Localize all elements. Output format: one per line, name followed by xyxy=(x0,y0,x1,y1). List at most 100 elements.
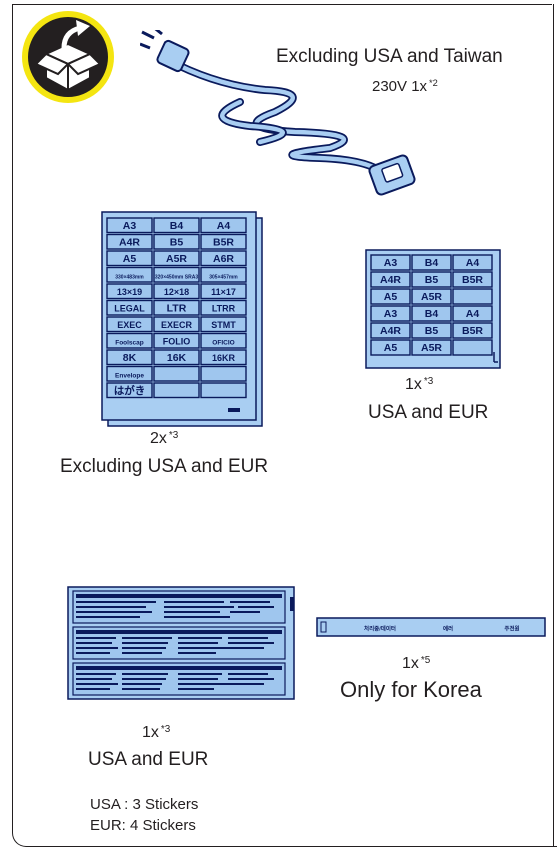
small-sheet-cell-label: A4 xyxy=(466,257,480,269)
korea-label-error: 에러 xyxy=(443,625,453,633)
large-sheet-cell-label: A5 xyxy=(123,253,137,265)
large-sheet-cell xyxy=(200,332,247,349)
large-sheet-cell-label: LEGAL xyxy=(114,303,145,313)
warning-stickers-count-usa: USA : 3 Stickers xyxy=(90,796,199,813)
small-sheet-cell xyxy=(370,322,411,339)
large-sheet-cell xyxy=(200,283,247,300)
large-sheet-cell-label: A3 xyxy=(123,220,137,232)
large-sheet-cell xyxy=(153,299,200,316)
large-sheet-cell xyxy=(153,332,200,349)
small-sheet-cell-label: A3 xyxy=(384,308,398,320)
small-sheet-cell-label: B5 xyxy=(425,325,439,337)
large-sheet-cell-label: FOLIO xyxy=(163,336,191,346)
small-sheet-cell-label: B4 xyxy=(425,257,439,269)
large-sheet-cell-label: 16K xyxy=(167,352,187,364)
large-sheet-cell xyxy=(153,316,200,333)
large-sheet-cell-label: 8K xyxy=(123,352,137,364)
large-sheet-region: Excluding USA and EUR xyxy=(60,456,269,477)
small-sheet-cell xyxy=(452,288,493,305)
frame-right-border xyxy=(553,4,554,846)
large-sheet-cell-label: はがき xyxy=(114,384,146,397)
large-sheet-cell xyxy=(106,266,153,283)
korea-strip-qty-text: 1x xyxy=(402,655,419,672)
large-sheet-cell-label: 320×450mm SRA3 xyxy=(155,274,198,280)
large-sheet-cell xyxy=(153,365,200,382)
small-sheet-cell-label: A5 xyxy=(384,291,398,303)
small-sheet-cell xyxy=(411,339,452,356)
large-sheet-cell xyxy=(106,299,153,316)
small-sheet-cell xyxy=(411,322,452,339)
large-sheet-cell-label: B5R xyxy=(213,236,234,248)
large-sheet-cell-label: A4 xyxy=(217,220,231,232)
small-sheet-cell-label: A3 xyxy=(384,257,398,269)
large-sheet-cell-label: 13×19 xyxy=(117,287,142,297)
small-sheet-cell-label: B5 xyxy=(425,274,439,286)
warning-sticker-sheet xyxy=(67,586,295,700)
frame-top-border xyxy=(12,4,552,5)
power-cord-icon xyxy=(140,30,416,196)
large-sheet-cell xyxy=(153,266,200,283)
large-sheet-cell xyxy=(106,233,153,250)
small-sheet-note: *3 xyxy=(423,376,434,388)
large-sheet-cell-label: EXECR xyxy=(161,320,193,330)
warning-stickers-region: USA and EUR xyxy=(88,749,209,770)
small-sheet-qty: 1x*3 xyxy=(405,376,433,394)
large-sheet-cell-label: 330×483mm xyxy=(115,274,144,280)
large-sheet-cell-label: 11×17 xyxy=(211,287,236,297)
small-sheet-cell xyxy=(370,271,411,288)
small-sheet-cell xyxy=(411,271,452,288)
small-sheet-cell-label: B5R xyxy=(462,274,483,286)
large-sheet-cell xyxy=(106,217,153,234)
small-sheet-cell-label: A4 xyxy=(466,308,480,320)
small-sheet-cell xyxy=(411,254,452,271)
small-sheet-cell xyxy=(370,305,411,322)
warning-stickers-note: *3 xyxy=(160,724,171,736)
korea-label-status: 처리중/데이터 xyxy=(364,625,396,633)
large-sheet-cell xyxy=(200,299,247,316)
small-sheet-cell xyxy=(370,288,411,305)
large-sheet-qty-text: 2x xyxy=(150,430,167,447)
power-cord-note: *2 xyxy=(429,78,438,89)
large-sheet-cell-label: STMT xyxy=(211,320,236,330)
large-sheet-cell xyxy=(153,349,200,366)
large-sheet-cell-label: B4 xyxy=(170,220,184,232)
small-sheet-cell xyxy=(452,254,493,271)
korea-strip-note: *5 xyxy=(420,655,431,667)
large-sheet-cell xyxy=(106,382,153,399)
large-sheet-cell-label: A4R xyxy=(119,236,140,248)
small-sheet-cell xyxy=(370,339,411,356)
large-sheet-cell xyxy=(106,283,153,300)
large-sheet-cell-label: 16KR xyxy=(212,353,236,363)
small-sheet-qty-text: 1x xyxy=(405,376,422,393)
large-sheet-cell xyxy=(200,266,247,283)
large-sheet-cell xyxy=(153,217,200,234)
large-sheet-cell-label: EXEC xyxy=(117,320,142,330)
large-sheet-cell-label: A5R xyxy=(166,253,187,265)
large-sheet-cell xyxy=(106,316,153,333)
korea-strip-qty: 1x*5 xyxy=(402,655,430,673)
warning-stickers-count-eur: EUR: 4 Stickers xyxy=(90,817,196,834)
large-sheet-cell xyxy=(200,250,247,267)
large-sheet-cell-label: 12×18 xyxy=(164,287,189,297)
small-sheet-cell-label: A5R xyxy=(421,342,442,354)
small-sheet-region: USA and EUR xyxy=(368,402,489,423)
large-sheet-qty: 2x*3 xyxy=(150,430,178,448)
small-sheet-cell-label: B5R xyxy=(462,325,483,337)
large-sheet-cell xyxy=(153,250,200,267)
small-sheet-cell xyxy=(411,288,452,305)
large-sheet-cell-label: Foolscap xyxy=(115,339,144,346)
large-sheet-cell-label: LTR xyxy=(167,302,187,314)
large-sheet-cell xyxy=(200,365,247,382)
large-sheet-cell xyxy=(106,349,153,366)
small-sheet-cell xyxy=(452,322,493,339)
korea-label-power: 주전원 xyxy=(504,625,519,633)
small-sheet-cell-label: A5 xyxy=(384,342,398,354)
large-sheet-cell xyxy=(200,316,247,333)
large-sheet-cell xyxy=(200,217,247,234)
large-sheet-cell xyxy=(106,250,153,267)
open-box-icon xyxy=(22,11,114,103)
small-sheet-cell xyxy=(370,254,411,271)
large-sheet-cell xyxy=(200,349,247,366)
